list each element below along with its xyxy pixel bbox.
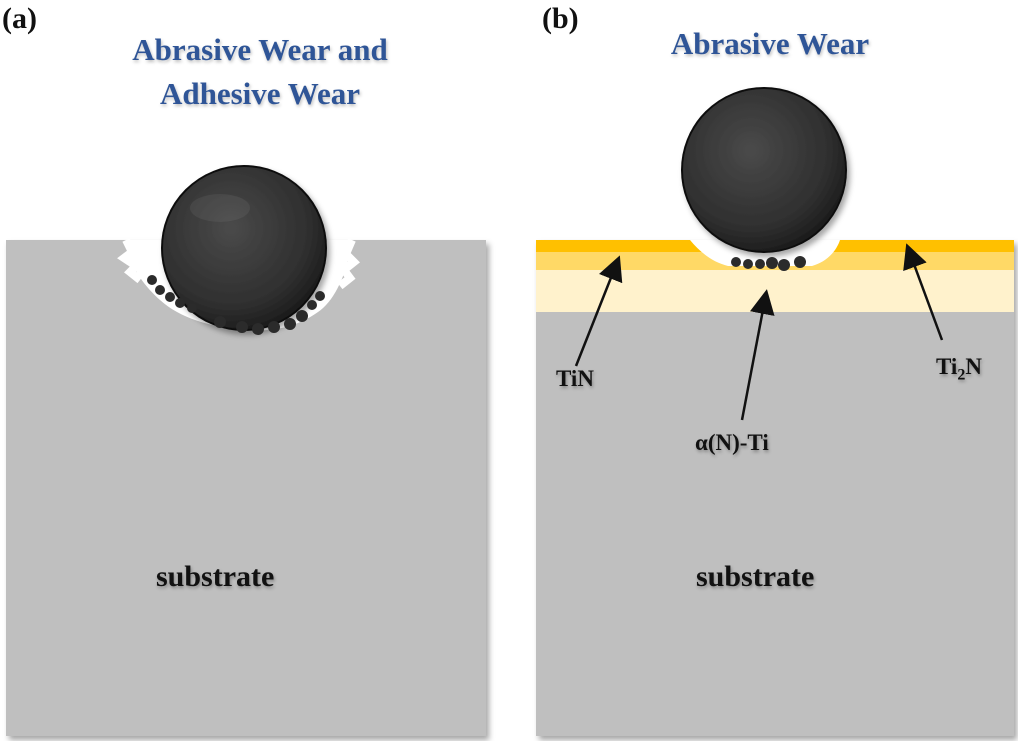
- alpha-ti-layer: [536, 270, 1014, 312]
- ti2n-label-subscript: 2: [957, 366, 966, 384]
- ti2n-label-suffix: N: [965, 354, 982, 379]
- substrate-label-b: substrate: [696, 560, 815, 593]
- ball-highlight-a: [190, 194, 250, 222]
- panel-a-title-line2: Adhesive Wear: [159, 76, 361, 111]
- panel-a-tag: (a): [2, 2, 37, 35]
- debris-particles-a: [147, 275, 325, 335]
- arrow-alpha-ti: [740, 289, 775, 421]
- ball-b: [681, 87, 847, 253]
- panel-b-title: Abrasive Wear: [670, 26, 870, 61]
- panel-a: [6, 165, 486, 736]
- ti2n-label-base: Ti: [936, 354, 958, 379]
- arrow-ti2n: [903, 243, 944, 341]
- tin-label: TiN: [556, 366, 594, 391]
- substrate-label-a: substrate: [156, 560, 275, 593]
- alpha-ti-label: α(N)-Ti: [695, 430, 769, 455]
- panel-b: [536, 87, 1014, 736]
- panel-a-title-line1: Abrasive Wear and: [132, 32, 388, 67]
- ball-a: [161, 165, 327, 331]
- groove-jagged-edge-left: [117, 238, 143, 284]
- debris-particles-b: [731, 256, 806, 271]
- ti2n-label: Ti2N: [936, 354, 982, 385]
- substrate-block-b: [536, 240, 1014, 736]
- groove-jagged-edge-right: [337, 238, 360, 290]
- arrow-tin: [574, 255, 623, 367]
- panel-b-tag: (b): [542, 2, 579, 35]
- panel-a-title: Abrasive Wear and Adhesive Wear: [60, 28, 460, 116]
